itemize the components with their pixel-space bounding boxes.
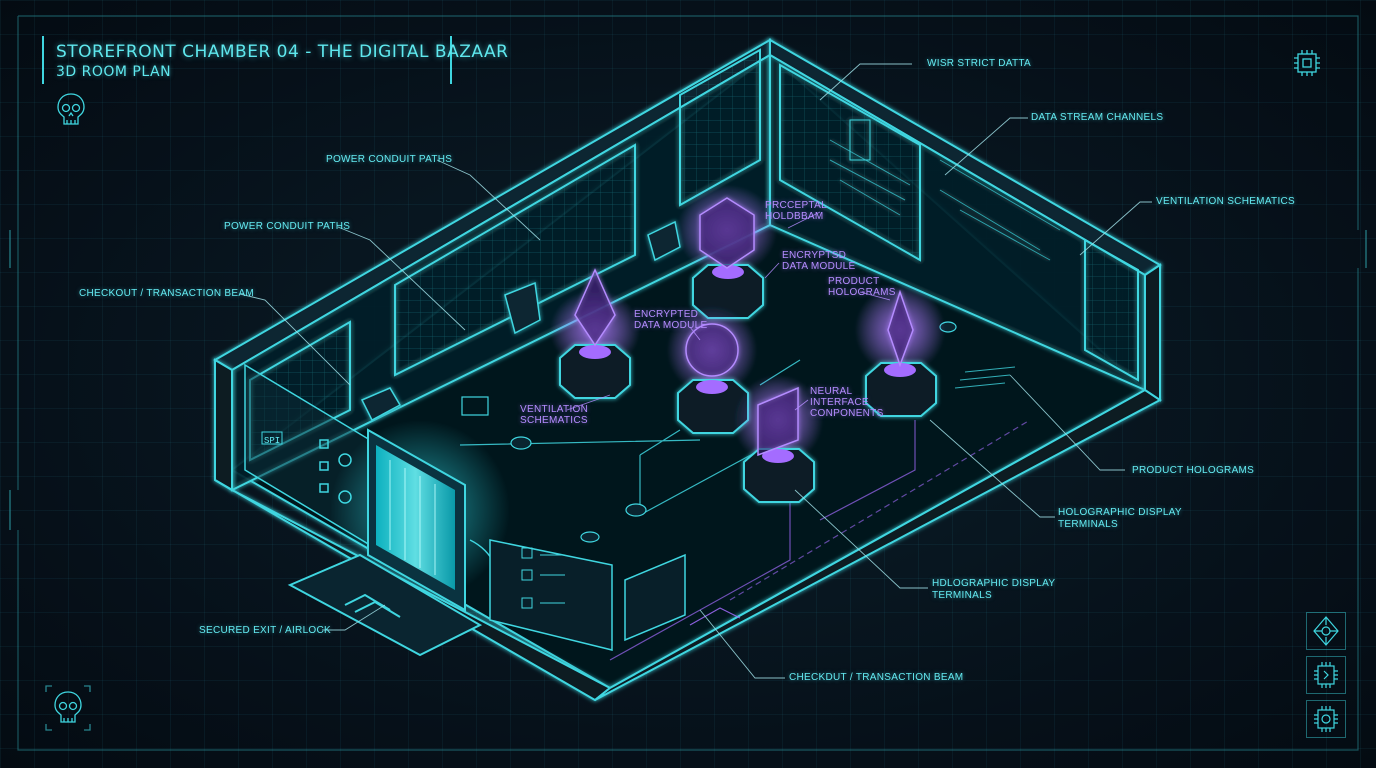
label-holographic-terminals-2: HDLOGRAPHIC DISPLAY TERMINALS xyxy=(932,578,1056,601)
chip-icon xyxy=(1294,50,1320,76)
label-holographic-terminals-1: HOLOGRAPHIC DISPLAY TERMINALS xyxy=(1058,507,1182,530)
skull-icon xyxy=(57,93,85,125)
page-title: STOREFRONT CHAMBER 04 - THE DIGITAL BAZA… xyxy=(56,42,509,62)
pedestal-b xyxy=(677,185,777,319)
floor-side-panel xyxy=(489,539,686,651)
label-product-holograms-inner: PRODUCT HOLOGRAMS xyxy=(828,276,896,298)
label-perceptual-holobeam: PRCCEPTAL HOLDBBAM xyxy=(765,200,827,222)
pedestal-a xyxy=(550,268,640,399)
title-block: STOREFRONT CHAMBER 04 - THE DIGITAL BAZA… xyxy=(42,36,509,84)
label-power-conduit-paths: POWER CONDUIT PATHS xyxy=(326,154,453,165)
label-neural-interface: NEURAL INTERFACE CONPONENTS xyxy=(810,386,884,419)
label-power-conduit-paths-2: POWER CONDUIT PATHS xyxy=(224,221,351,232)
outer-frame xyxy=(9,15,1367,751)
chip-icon xyxy=(1306,700,1346,738)
label-wisr-strict-data: WISR STRICT DATTA xyxy=(927,58,1031,69)
skull-icon xyxy=(45,685,91,731)
pedestal-d xyxy=(733,375,823,503)
hologram-pedestals xyxy=(550,185,945,503)
label-checkout-beam-left: CHECKOUT / TRANSACTION BEAM xyxy=(79,288,254,299)
leader-lines xyxy=(239,63,1152,679)
label-ventilation-schematics-inner: VENTILATION SCHEMATICS xyxy=(520,404,589,426)
label-encrypted-data-module-mid: ENCRYPTED DATA MODULE xyxy=(634,309,708,331)
label-data-stream-channels: DATA STREAM CHANNELS xyxy=(1031,112,1164,123)
floor-routing xyxy=(459,359,1031,661)
panel-mark: SPI xyxy=(264,436,280,446)
label-secured-exit: SECURED EXIT / AIRLOCK xyxy=(199,625,332,636)
label-checkout-beam-bottom: CHECKDUT / TRANSACTION BEAM xyxy=(789,672,964,683)
kiosk-terminals xyxy=(360,220,681,422)
page-subtitle: 3D ROOM PLAN xyxy=(56,64,172,80)
circuit-diamond-icon xyxy=(1306,612,1346,650)
chip-icon xyxy=(1306,656,1346,694)
floor-grates xyxy=(954,366,1016,389)
pedestal-e xyxy=(855,285,945,417)
label-ventilation-schematics: VENTILATION SCHEMATICS xyxy=(1156,196,1296,207)
label-encrypted-data-module-top: ENCRYPTSD DATA MODULE xyxy=(782,250,856,272)
pedestal-c xyxy=(667,305,757,434)
label-product-holograms: PRODUCT HOLOGRAMS xyxy=(1132,465,1255,476)
